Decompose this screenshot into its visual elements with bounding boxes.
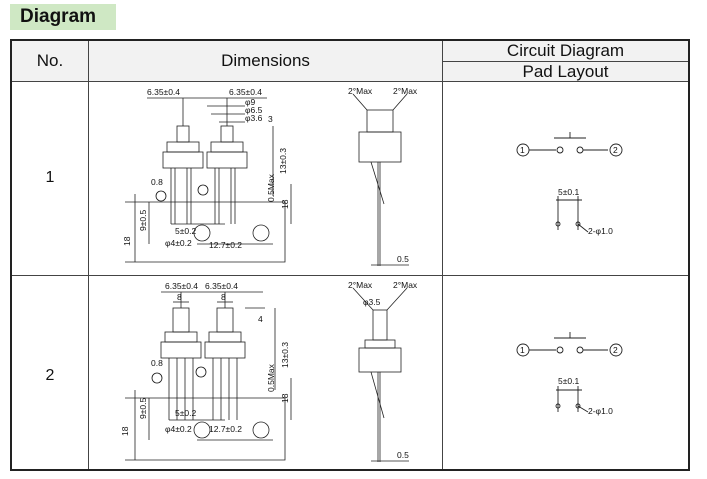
dim-label: 13±0.3 bbox=[278, 148, 288, 174]
pad-hole-icon bbox=[575, 221, 581, 227]
circuit-terminal-2-icon bbox=[609, 343, 623, 357]
terminal-label: 1 bbox=[520, 345, 525, 355]
dim-label: 0.8 bbox=[151, 358, 163, 368]
dim-label: 2°Max bbox=[393, 86, 418, 96]
dim-label: 5±0.2 bbox=[175, 226, 196, 236]
dim-label: 8 bbox=[177, 292, 182, 302]
row-number-1: 1 bbox=[45, 169, 55, 186]
dim-label: 18 bbox=[280, 199, 290, 209]
pad-hole-icon bbox=[555, 221, 561, 227]
dim-label: 2°Max bbox=[393, 280, 418, 290]
dim-label: 5±0.2 bbox=[175, 408, 196, 418]
grid-line bbox=[88, 41, 89, 469]
dim-label: φ9 bbox=[245, 97, 256, 107]
dim-label: 13±0.3 bbox=[280, 342, 290, 368]
dim-label: 0.8 bbox=[151, 177, 163, 187]
dim-label: 0.5 bbox=[397, 254, 409, 264]
dim-label: φ4±0.2 bbox=[165, 238, 192, 248]
grid-line bbox=[442, 41, 443, 469]
dim-label: φ4±0.2 bbox=[165, 424, 192, 434]
circuit-terminal-2-icon bbox=[609, 143, 623, 157]
pad-hole-label: 2-φ1.0 bbox=[588, 406, 613, 416]
dim-label: 4 bbox=[258, 314, 263, 324]
dim-label: 18 bbox=[120, 426, 130, 436]
pad-hole-icon bbox=[555, 403, 561, 409]
row1-dimension-drawing: 6.35±0.4 6.35±0.4 φ9 φ6.5 φ3.6 3 13±0.3 … bbox=[122, 86, 418, 266]
section-tab: Diagram bbox=[10, 4, 116, 30]
dim-label: 12.7±0.2 bbox=[209, 424, 242, 434]
dim-label: 3 bbox=[268, 114, 273, 124]
row-number-2: 2 bbox=[45, 367, 55, 384]
diagram-table: No. Dimensions Circuit Diagram Pad Layou… bbox=[10, 39, 690, 471]
switch-contact-icon bbox=[556, 346, 564, 354]
header-no: No. bbox=[12, 41, 88, 81]
grid-line bbox=[12, 275, 688, 276]
switch-contact-icon bbox=[556, 146, 564, 154]
dim-label: φ3.6 bbox=[245, 113, 263, 123]
dim-label: 12.7±0.2 bbox=[209, 240, 242, 250]
grid-line bbox=[12, 81, 688, 82]
row2-dimension-drawing: 6.35±0.4 6.35±0.4 8 8 4 13±0.3 0.5Max 18… bbox=[120, 280, 418, 462]
dim-label: 6.35±0.4 bbox=[165, 281, 198, 291]
dim-label: φ6.5 bbox=[245, 105, 263, 115]
dim-label: 6.35±0.4 bbox=[205, 281, 238, 291]
row1-circuit-and-pad: 1 2 5±0.1 2-φ1.0 bbox=[516, 132, 623, 236]
row2-circuit-and-pad: 1 2 5±0.1 2-φ1.0 bbox=[516, 332, 623, 416]
pin-marker-1-icon bbox=[155, 190, 167, 202]
dim-label: 6.35±0.4 bbox=[229, 87, 262, 97]
pad-hole-label: 2-φ1.0 bbox=[588, 226, 613, 236]
dim-label: 0.5 bbox=[397, 450, 409, 460]
pad-spacing-label: 5±0.1 bbox=[558, 187, 579, 197]
dim-label: 2°Max bbox=[348, 86, 373, 96]
dim-label: 6.35±0.4 bbox=[147, 87, 180, 97]
dim-label: 9±0.5 bbox=[138, 398, 148, 419]
header-circuit-diagram: Circuit Diagram bbox=[443, 41, 688, 61]
dim-label: 18 bbox=[122, 236, 132, 246]
terminal-label: 2 bbox=[613, 145, 618, 155]
dim-label: 18 bbox=[280, 393, 290, 403]
pin-marker-2-icon bbox=[195, 366, 207, 378]
pin-marker-1-icon bbox=[151, 372, 163, 384]
terminal-label: 2 bbox=[613, 345, 618, 355]
pad-spacing-label: 5±0.1 bbox=[558, 376, 579, 386]
dim-label: 0.5Max bbox=[266, 363, 276, 392]
switch-contact-icon bbox=[576, 146, 584, 154]
header-dimensions: Dimensions bbox=[89, 41, 442, 81]
header-pad-layout: Pad Layout bbox=[443, 62, 688, 81]
grid-line bbox=[443, 61, 688, 62]
pad-hole-icon bbox=[575, 403, 581, 409]
dim-label: 8 bbox=[221, 292, 226, 302]
dim-label: 9±0.5 bbox=[138, 210, 148, 231]
dim-label: 0.5Max bbox=[266, 173, 276, 202]
dim-label: 2°Max bbox=[348, 280, 373, 290]
pin-marker-2-icon bbox=[197, 184, 209, 196]
terminal-label: 1 bbox=[520, 145, 525, 155]
switch-contact-icon bbox=[576, 346, 584, 354]
dim-label: φ3.5 bbox=[363, 297, 381, 307]
